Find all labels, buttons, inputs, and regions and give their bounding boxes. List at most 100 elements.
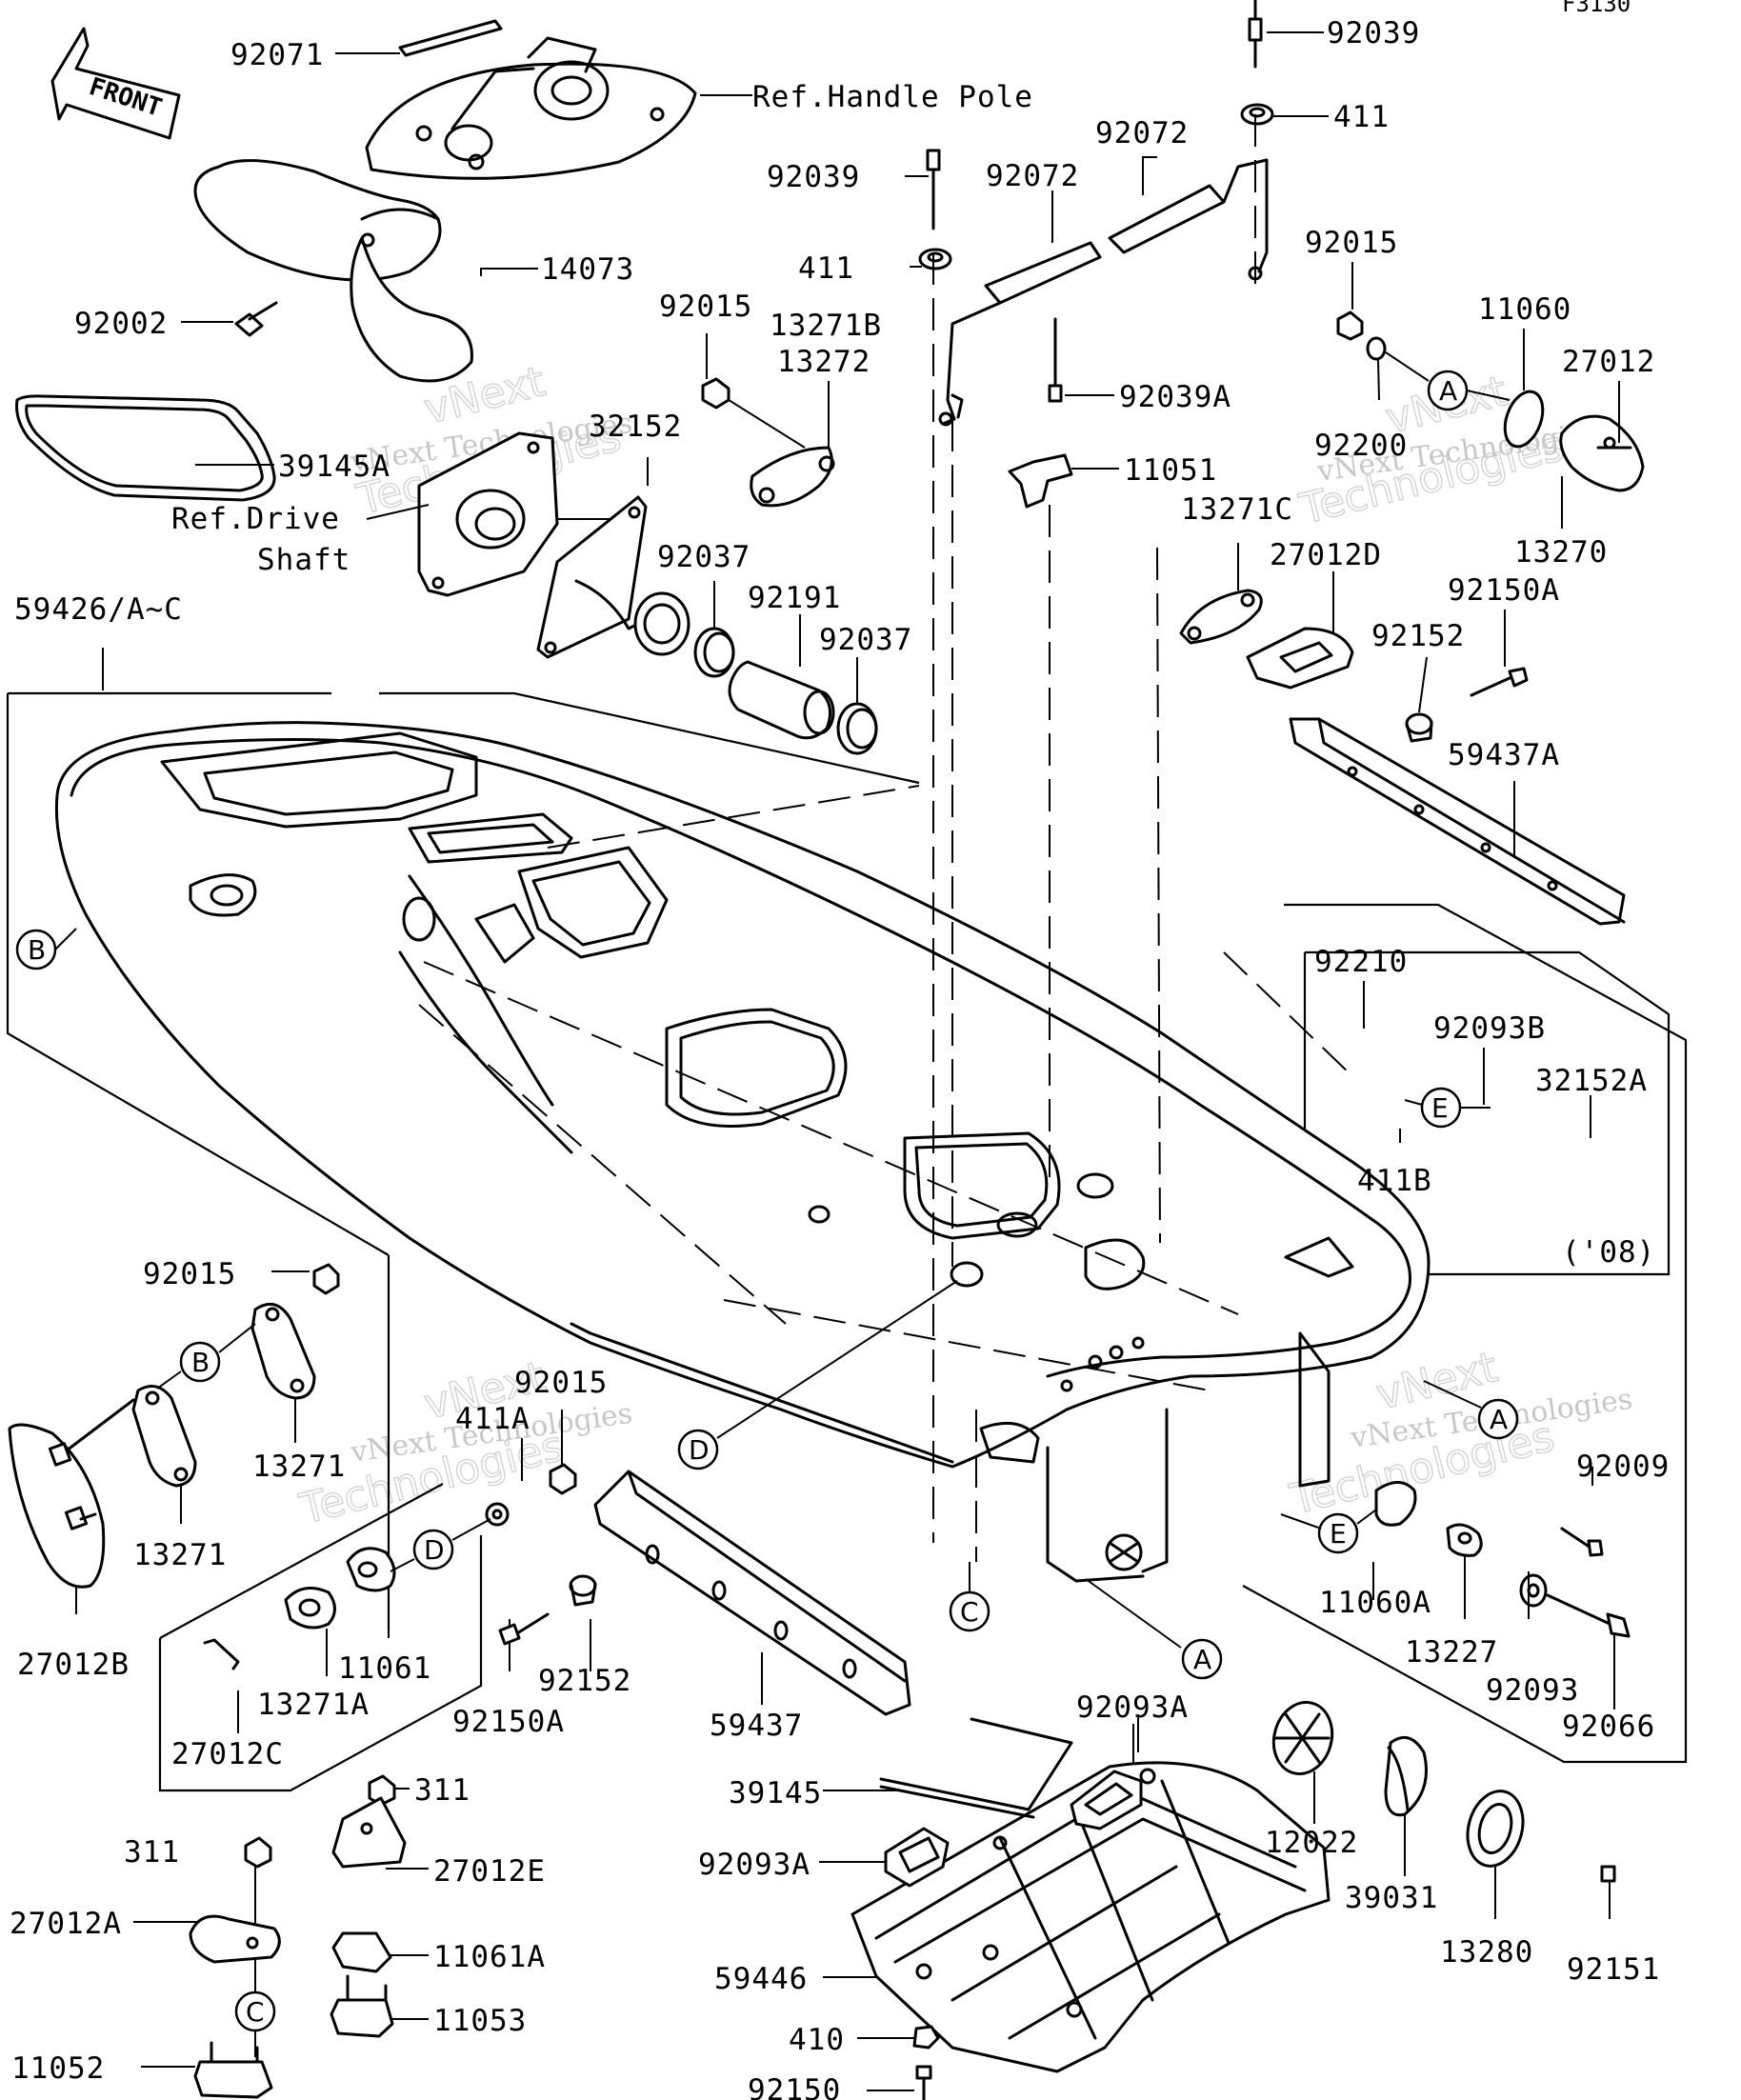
leader-callout [218, 1323, 256, 1353]
part-label: 92093A [698, 1848, 810, 1882]
plate-11052 [193, 2041, 273, 2099]
part-label: 27012B [17, 1648, 130, 1682]
part-label: 27012D [1270, 538, 1382, 572]
leader-callout [451, 1518, 491, 1541]
nut-311-b [244, 1836, 272, 1869]
part-label: 92009 [1576, 1450, 1670, 1484]
callout-c: C [246, 1996, 265, 2028]
part-label: 11061 [338, 1651, 431, 1686]
part-label: 92093B [1433, 1011, 1546, 1046]
frame-top [513, 691, 920, 785]
leader-callout [1356, 1509, 1377, 1525]
seat-14073 [193, 159, 473, 383]
part-label: 59446 [714, 1962, 808, 1996]
part-label: 92200 [1314, 429, 1408, 463]
part-label: 92015 [659, 290, 752, 324]
collar-92152-a [1405, 712, 1433, 743]
callout-b: B [28, 934, 46, 966]
nut-92015-d [549, 1463, 577, 1495]
part-label: 27012 [1562, 345, 1655, 379]
washer-92093 [1519, 1573, 1548, 1608]
part-label: 13280 [1440, 1935, 1533, 1970]
part-label: 92151 [1567, 1952, 1660, 1987]
leader-callout [390, 1558, 415, 1572]
part-label: 11051 [1124, 453, 1217, 488]
clamp-92037-b [836, 702, 878, 755]
leader-callout [54, 928, 77, 950]
callout-e: E [1330, 1518, 1347, 1550]
part-label: 311 [124, 1835, 180, 1870]
part-label: 92015 [143, 1257, 236, 1291]
plate-11061A [331, 1931, 392, 1973]
callout-c: C [960, 1596, 979, 1628]
nut-92015-a [701, 377, 730, 410]
part-label: 13271C [1181, 492, 1293, 527]
part-label: 92150A [452, 1705, 565, 1739]
plate-13272 [750, 446, 835, 508]
ref-handle-pole-label: Ref.Handle Pole [752, 80, 1033, 114]
part-label: 13272 [777, 345, 870, 379]
callout-a: A [1193, 1644, 1211, 1675]
bracket-92072-mid [938, 241, 1102, 427]
gasket-39145A [15, 394, 276, 502]
plate-13271A [284, 1587, 336, 1630]
part-label: 39145A [278, 450, 390, 484]
leader-callout [1385, 351, 1430, 382]
ref-drive-shaft-label-2: Shaft [257, 543, 350, 577]
leader-callout [1085, 1578, 1182, 1649]
hose-92191 [728, 660, 835, 740]
part-label: 411 [1333, 100, 1390, 134]
grommet-411-mid [918, 248, 952, 270]
stud-92039A [1048, 317, 1063, 403]
rail-59437A [1289, 717, 1626, 926]
part-label: 12022 [1265, 1826, 1358, 1860]
pad-92093A-b [1070, 1770, 1143, 1830]
part-label: 13271B [770, 309, 882, 343]
handle-pole-cover [365, 36, 697, 180]
part-label: 411A [455, 1402, 530, 1436]
bracket-13270 [1559, 414, 1645, 492]
part-label: 39031 [1345, 1881, 1438, 1915]
plate-11060A [1374, 1481, 1417, 1527]
callout-a: A [1490, 1404, 1508, 1435]
part-label: 13271 [252, 1450, 346, 1484]
part-label: 92015 [1305, 226, 1398, 260]
frame-right-outer [1242, 903, 1688, 1764]
grommet-411-top [1240, 103, 1274, 126]
part-label: 32152 [589, 410, 682, 444]
diagram-code: F3130 [1562, 0, 1631, 17]
frame-left-lower [158, 1535, 483, 1792]
part-label: 59437 [710, 1709, 803, 1743]
rail-59437 [593, 1470, 911, 1716]
nut-410 [912, 2025, 940, 2050]
part-label: 32152A [1535, 1064, 1648, 1098]
bolt-92066 [1546, 1593, 1631, 1638]
part-label: 13271A [257, 1688, 370, 1722]
leader-callout [1404, 1099, 1423, 1106]
part-label: 92071 [230, 38, 324, 72]
part-label: 410 [789, 2023, 845, 2057]
part-label: 92037 [819, 623, 912, 657]
hull-59426 [54, 721, 1431, 1583]
part-label: 92015 [514, 1366, 608, 1400]
cover-plate-32152 [417, 431, 559, 597]
plate-11053 [330, 1974, 394, 2038]
part-label: 92039A [1119, 380, 1231, 414]
leader-callout [716, 1280, 958, 1439]
leader-callout [1423, 1380, 1482, 1409]
clip-27012C [203, 1638, 240, 1670]
disc-12022 [1271, 1700, 1334, 1776]
bolt-92150A-a [1470, 667, 1529, 697]
part-label: 11060A [1319, 1586, 1431, 1620]
part-label: 92150A [1448, 573, 1560, 608]
stud-92039-top [1248, 0, 1263, 69]
pad-27012D [1246, 627, 1354, 690]
front-arrow-icon: FRONT [50, 27, 181, 140]
pad-92093A-a [884, 1827, 950, 1888]
leader-ref-drive [366, 504, 430, 520]
leader-callout [1466, 390, 1511, 401]
clamp-92037-a [693, 627, 735, 678]
nut-92015-b [1336, 310, 1364, 341]
part-label: 92210 [1314, 945, 1408, 979]
